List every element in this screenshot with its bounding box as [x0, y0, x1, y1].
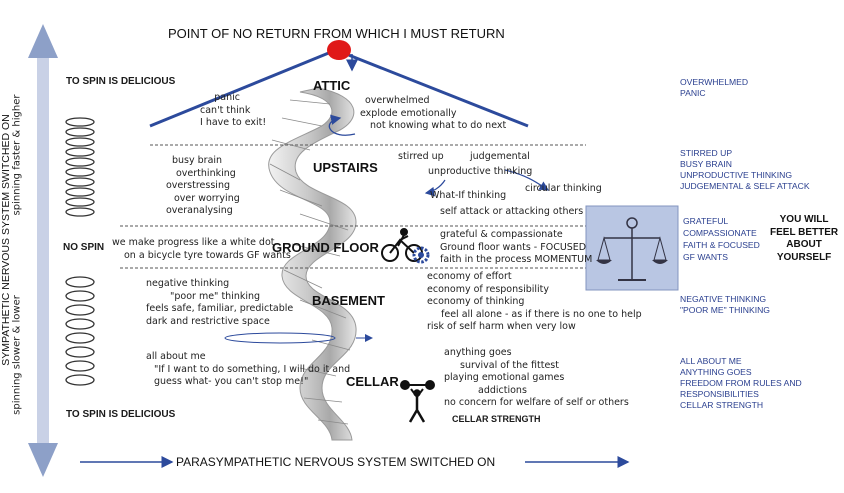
up-arrow-icon [28, 24, 58, 445]
floor-cellar: CELLAR [346, 374, 399, 389]
spiral-staircase [268, 87, 357, 441]
floor-attic: ATTIC [313, 78, 351, 93]
spinning-faster-label: spinning faster & higher [11, 94, 23, 216]
note-self-attack: self attack or attacking others [440, 206, 584, 217]
ground-left-notes: we make progress like a white dot on a b… [112, 237, 291, 261]
note-what-if: What-If thinking [430, 190, 507, 201]
right-upstairs: STIRRED UP BUSY BRAIN UNPRODUCTIVE THINK… [680, 148, 810, 191]
bottom-axis-label: PARASYMPATHETIC NERVOUS SYSTEM SWITCHED … [176, 455, 496, 469]
spin-delicious-bottom: TO SPIN IS DELICIOUS [66, 409, 176, 420]
ground-right-notes: grateful & compassionate Ground floor wa… [440, 229, 593, 265]
cellar-right-notes: anything goes survival of the fittest pl… [444, 347, 629, 408]
down-arrow-icon [28, 443, 58, 477]
right-cellar: ALL ABOUT ME ANYTHING GOES FREEDOM FROM … [680, 356, 802, 410]
floor-basement: BASEMENT [312, 293, 385, 308]
spring-coil-bottom [65, 276, 95, 386]
diagram-title: POINT OF NO RETURN FROM WHICH I MUST RET… [168, 26, 505, 41]
note-unproductive: unproductive thinking [428, 166, 533, 177]
right-attic: OVERWHELMED PANIC [680, 77, 749, 98]
cellar-strength-label: CELLAR STRENGTH [452, 414, 541, 424]
feel-better-note: YOU WILL FEEL BETTER ABOUT YOURSELF [770, 214, 839, 263]
floor-upstairs: UPSTAIRS [313, 160, 378, 175]
spinning-slower-label: spinning slower & lower [11, 295, 23, 415]
point-of-no-return-dot [327, 40, 351, 60]
basement-left-notes: negative thinking "poor me" thinking fee… [146, 278, 294, 327]
attic-right-notes: overwhelmed explode emotionally not know… [360, 95, 507, 131]
weightlifter-icon [400, 380, 435, 423]
sympathetic-label: SYMPATHETIC NERVOUS SYSTEM SWITCHED ON [0, 114, 12, 366]
right-basement: NEGATIVE THINKING "POOR ME" THINKING [680, 294, 770, 315]
right-ground: GRATEFUL COMPASSIONATE FAITH & FOCUSED G… [683, 216, 760, 262]
attic-left-notes: panic can't think I have to exit! [200, 92, 267, 128]
upstairs-left-notes: busy brain overthinking overstressing ov… [166, 155, 240, 216]
gear-icon [412, 246, 430, 264]
scales-icon [585, 205, 679, 291]
bicycle-icon [381, 228, 423, 262]
roof [149, 48, 529, 128]
spring-coil-top [65, 117, 95, 217]
floor-lines [120, 144, 586, 269]
note-judgemental: judgemental [470, 151, 530, 162]
basement-right-notes: economy of effort economy of responsibil… [427, 271, 642, 332]
note-circular: circular thinking [525, 183, 602, 194]
cellar-left-notes: all about me "If I want to do something,… [146, 351, 351, 387]
spin-delicious-top: TO SPIN IS DELICIOUS [66, 76, 176, 87]
floor-ground: GROUND FLOOR [272, 240, 379, 255]
note-stirred-up: stirred up [398, 151, 444, 162]
no-spin-label: NO SPIN [63, 242, 105, 253]
